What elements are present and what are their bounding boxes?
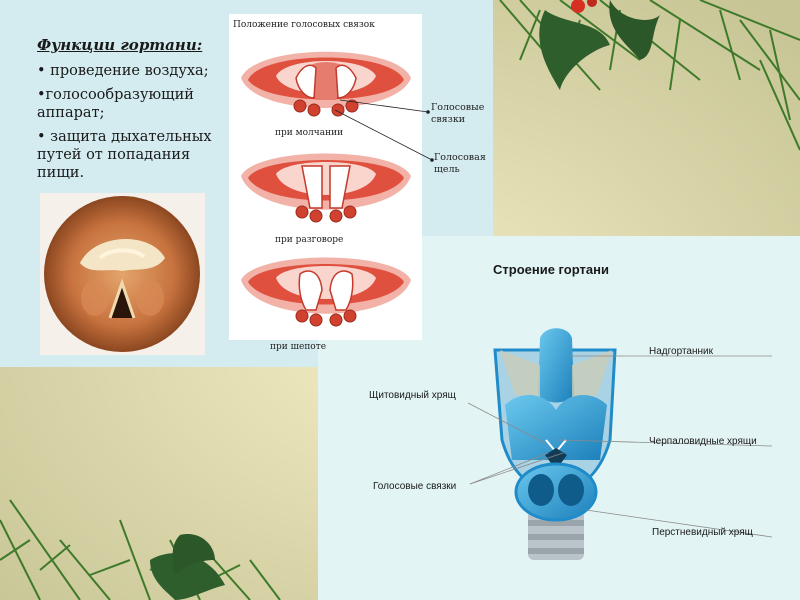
label-cricoid: Перстневидный хрящ [652, 527, 753, 538]
label-vocal-folds: Голосовые связки [373, 481, 456, 492]
structure-title: Строение гортани [493, 262, 609, 277]
functions-item: • проведение воздуха; [37, 62, 232, 80]
label-epiglottis: Надгортанник [649, 346, 713, 357]
vocal-cords-title: Положение голосовых связок [233, 20, 375, 30]
state-label: при разговоре [275, 235, 343, 245]
vocal-cords-silence [236, 38, 416, 130]
functions-item: • защита дыхательных путей от попадания … [37, 128, 232, 182]
vocal-cords-speech [236, 146, 416, 234]
state-label: при шепоте [270, 342, 326, 352]
functions-item: •голосообразующий аппарат; [37, 86, 232, 122]
state-label: при молчании [275, 128, 343, 138]
vocal-cords-whisper [236, 250, 416, 338]
label-arytenoid: Черпаловидные хрящи [649, 436, 757, 447]
larynx-photo [40, 193, 205, 355]
annotation-vocal-folds: Голосовые связки [431, 102, 491, 126]
functions-title: Функции гортани: [37, 36, 202, 54]
label-thyroid: Щитовидный хрящ [369, 390, 456, 401]
annotation-glottis: Голосовая щель [434, 152, 490, 176]
functions-list: • проведение воздуха; •голосообразующий … [37, 62, 232, 188]
